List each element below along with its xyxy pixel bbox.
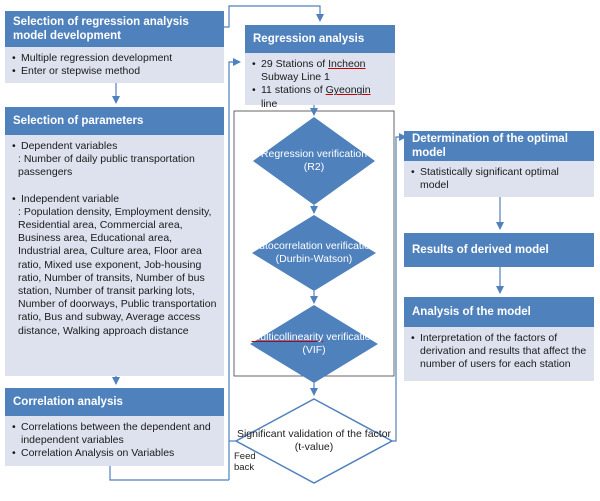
- model-selection-header: Selection of regression analysis model d…: [5, 11, 224, 47]
- list-item: 29 Stations of Incheon Subway Line 1: [252, 58, 388, 84]
- optimal-model-header: Determination of the optimal model: [404, 131, 594, 161]
- dependent-description: : Number of daily public transportation …: [18, 153, 195, 179]
- correlation-header: Correlation analysis: [5, 388, 224, 416]
- model-selection-body: Multiple regression development Enter or…: [5, 47, 224, 83]
- independent-heading: Independent variable: [12, 193, 217, 206]
- list-item: Statistically significant optimal model: [411, 166, 587, 192]
- diamond-3-label: Multicollinearity verification (VIF): [251, 331, 377, 356]
- list-item: Interpretation of the factors of derivat…: [411, 332, 587, 372]
- correlation-body: Correlations between the dependent and i…: [5, 416, 224, 466]
- list-item: Enter or stepwise method: [12, 65, 217, 78]
- dependent-heading: Dependent variables: [12, 140, 217, 153]
- regression-title: Regression analysis: [253, 33, 365, 45]
- analysis-header: Analysis of the model: [404, 297, 594, 327]
- list-item: Correlations between the dependent and i…: [12, 421, 217, 447]
- diamond-4-label: Significant validation of the factor (t-…: [236, 428, 392, 453]
- diamond-2-label: Autocorrelation verification (Durbin-Wat…: [252, 240, 376, 265]
- diamond-autocorrelation-verification: [252, 215, 376, 291]
- parameters-title: Selection of parameters: [13, 115, 144, 127]
- parameters-body: Dependent variables : Number of daily pu…: [5, 135, 224, 376]
- independent-description: : Population density, Employment density…: [18, 205, 217, 337]
- diamond-significant-validation: [234, 398, 394, 484]
- parameters-header: Selection of parameters: [5, 107, 224, 135]
- list-item: 11 stations of Gyeongin line: [252, 84, 388, 110]
- diamond-multicollinearity-verification: [250, 305, 378, 383]
- feedback-label: Feed back: [234, 451, 256, 473]
- model-selection-title: Selection of regression analysis model d…: [13, 16, 189, 42]
- list-item: Correlation Analysis on Variables: [12, 447, 217, 460]
- correlation-title: Correlation analysis: [13, 396, 123, 408]
- optimal-model-title: Determination of the optimal model: [412, 133, 568, 159]
- regression-body: 29 Stations of Incheon Subway Line 1 11 …: [245, 53, 395, 110]
- analysis-body: Interpretation of the factors of derivat…: [404, 327, 594, 381]
- optimal-model-body: Statistically significant optimal model: [404, 161, 594, 197]
- diamond-1-label: Regression verification (R2): [260, 148, 368, 173]
- regression-header: Regression analysis: [245, 25, 395, 53]
- analysis-title: Analysis of the model: [412, 306, 531, 318]
- results-header: Results of derived model: [404, 233, 594, 267]
- diamond-regression-verification: [253, 117, 375, 205]
- list-item: Multiple regression development: [12, 52, 217, 65]
- arrow-to-optimal-model: [392, 133, 407, 442]
- arrow-top-to-regression: [224, 5, 324, 28]
- line-correlation-to-feedback: [109, 466, 229, 481]
- results-title: Results of derived model: [412, 244, 549, 256]
- arrow-feedback-into-regression: [228, 58, 241, 480]
